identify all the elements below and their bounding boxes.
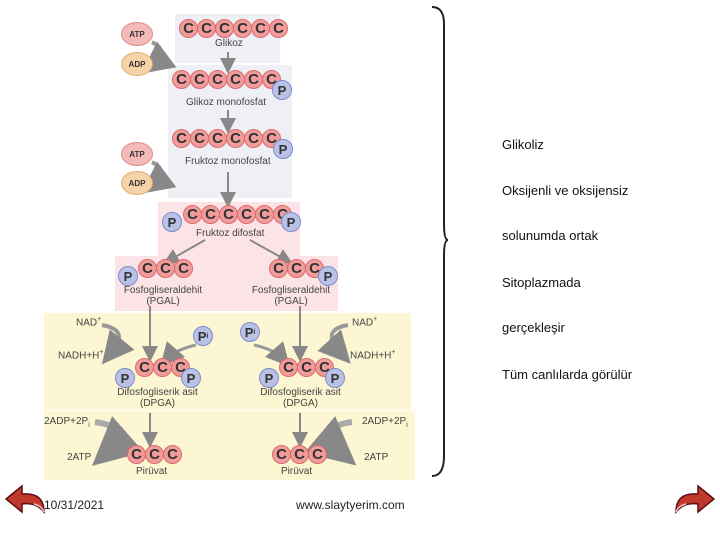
carbon-atom: C — [226, 129, 245, 148]
carbon-atom: C — [244, 70, 263, 89]
carbon-atom: C — [201, 205, 220, 224]
carbon-atom: C — [279, 358, 298, 377]
nad-left-label: NAD+ — [76, 316, 102, 329]
dpga-right-label-line1: Difosfogliserik asit — [260, 387, 341, 398]
bullet-text-respiration: Oksijenli ve oksijensiz — [502, 183, 629, 198]
glucose-phosphate-carbons: C C C C C C — [172, 70, 281, 89]
pgal-right-label: Fosfogliseraldehit (PGAL) — [246, 285, 336, 307]
dpga-left-label: Difosfogliserik asit (DPGA) — [110, 387, 205, 409]
pgal-left-carbons: C C C — [138, 259, 193, 278]
bullet-text-all-organisms: Tüm canlılarda görülür — [502, 367, 633, 382]
carbon-atom: C — [233, 19, 252, 38]
carbon-atom: C — [138, 259, 157, 278]
phosphate-group: P — [118, 266, 138, 286]
fructose-diphosphate-label: Fruktoz difosfat — [196, 228, 265, 239]
adp-molecule: ADP — [121, 52, 153, 76]
pgal-right-label-line2: (PGAL) — [274, 296, 308, 307]
carbon-atom: C — [153, 358, 172, 377]
carbon-atom: C — [251, 19, 270, 38]
nad-right-label: NAD+ — [352, 316, 378, 329]
carbon-atom: C — [172, 129, 191, 148]
pyruvate-right-label: Pirüvat — [281, 466, 313, 477]
phosphate-group: P — [273, 139, 293, 159]
pgal-right-label-line1: Fosfogliseraldehit — [251, 285, 331, 296]
pyruvate-right-carbons: C C C — [272, 445, 327, 464]
carbon-atom: C — [183, 205, 202, 224]
carbon-atom: C — [174, 259, 193, 278]
carbon-atom: C — [197, 19, 216, 38]
bullet-text-cytoplasm: Sitoplazmada — [502, 275, 581, 290]
carbon-atom: C — [272, 445, 291, 464]
carbon-atom: C — [127, 445, 146, 464]
carbon-atom: C — [172, 70, 191, 89]
carbon-atom: C — [287, 259, 306, 278]
bullet-text-cytoplasm-cont: gerçekleşir — [502, 320, 565, 335]
adp-right-label: 2ADP+2Pi — [362, 416, 408, 429]
glucose-phosphate-label: Glikoz monofosfat — [186, 97, 267, 108]
glucose-carbons: C C C C C C — [179, 19, 288, 38]
phosphate-group: P — [181, 368, 201, 388]
phosphate-group: P — [259, 368, 279, 388]
carbon-atom: C — [190, 70, 209, 89]
phosphate-group: P — [115, 368, 135, 388]
atp-molecule: ATP — [121, 22, 153, 46]
dpga-right-label-line2: (DPGA) — [283, 398, 318, 409]
carbon-atom: C — [297, 358, 316, 377]
phosphate-group: P — [325, 368, 345, 388]
atp-left-label: 2ATP — [67, 452, 92, 463]
atp-right-label: 2ATP — [364, 452, 389, 463]
carbon-atom: C — [308, 445, 327, 464]
carbon-atom: C — [179, 19, 198, 38]
pgal-right-carbons: C C C — [269, 259, 324, 278]
carbon-atom: C — [269, 259, 288, 278]
phosphate-group: P — [318, 266, 338, 286]
curly-brace — [431, 6, 449, 477]
pgal-left-label-line2: (PGAL) — [146, 296, 180, 307]
carbon-atom: C — [226, 70, 245, 89]
carbon-atom: C — [290, 445, 309, 464]
carbon-atom: C — [156, 259, 175, 278]
pyruvate-left-label: Pirüvat — [136, 466, 168, 477]
pgal-left-label-line1: Fosfogliseraldehit — [123, 285, 203, 296]
carbon-atom: C — [208, 129, 227, 148]
carbon-atom: C — [237, 205, 256, 224]
carbon-atom: C — [190, 129, 209, 148]
carbon-atom: C — [215, 19, 234, 38]
carbon-atom: C — [135, 358, 154, 377]
fructose-phosphate-carbons: C C C C C C — [172, 129, 281, 148]
dpga-right-label: Difosfogliserik asit (DPGA) — [253, 387, 348, 409]
bullet-text-respiration-cont: solunumda ortak — [502, 228, 599, 243]
carbon-atom: C — [219, 205, 238, 224]
back-arrow-icon[interactable] — [4, 482, 50, 520]
footer-site: www.slaytyerim.com — [296, 498, 405, 512]
carbon-atom: C — [255, 205, 274, 224]
adp-molecule: ADP — [121, 171, 153, 195]
nadh-left-label: NADH+H+ — [58, 349, 104, 362]
carbon-atom: C — [208, 70, 227, 89]
carbon-atom: C — [244, 129, 263, 148]
nadh-right-label: NADH+H+ — [350, 349, 396, 362]
forward-arrow-icon[interactable] — [670, 482, 716, 520]
atp-molecule: ATP — [121, 142, 153, 166]
pyruvate-left-carbons: C C C — [127, 445, 182, 464]
phosphate-group: P — [281, 212, 301, 232]
bullet-text-glycolysis: Glikoliz — [502, 137, 544, 152]
adp-left-label: 2ADP+2Pi — [44, 416, 90, 429]
phosphate-group: P — [272, 80, 292, 100]
footer-date: 10/31/2021 — [44, 498, 105, 512]
carbon-atom: C — [269, 19, 288, 38]
carbon-atom: C — [163, 445, 182, 464]
dpga-left-label-line2: (DPGA) — [140, 398, 175, 409]
fructose-phosphate-label: Fruktoz monofosfat — [185, 156, 271, 167]
pgal-left-label: Fosfogliseraldehit (PGAL) — [118, 285, 208, 307]
dpga-left-label-line1: Difosfogliserik asit — [117, 387, 198, 398]
glucose-label: Glikoz — [215, 38, 243, 49]
phosphate-group: P — [162, 212, 182, 232]
carbon-atom: C — [145, 445, 164, 464]
fructose-diphosphate-carbons: C C C C C C — [183, 205, 292, 224]
